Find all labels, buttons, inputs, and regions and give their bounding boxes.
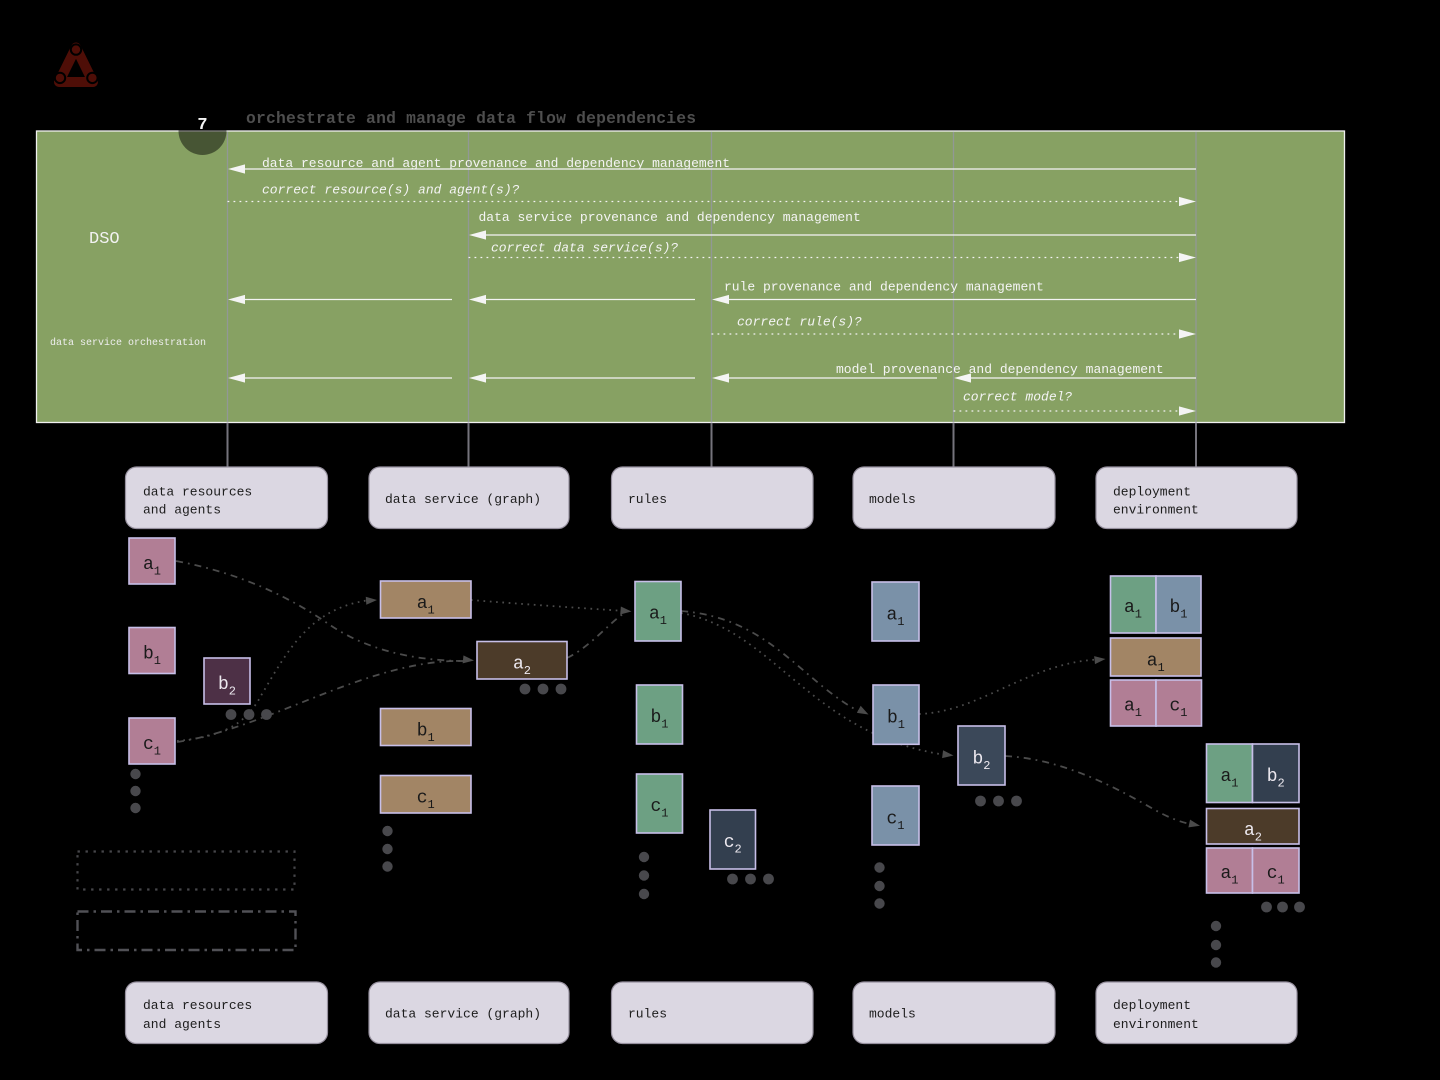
svg-text:model provenance and dependenc: model provenance and dependency manageme… <box>836 362 1164 377</box>
svg-text:data service provenance and de: data service provenance and dependency m… <box>479 210 861 225</box>
svg-text:rules: rules <box>628 1007 667 1022</box>
svg-text:data resources: data resources <box>143 998 252 1013</box>
svg-text:correct data service(s)?: correct data service(s)? <box>491 241 678 256</box>
svg-text:correct resource(s) and agent(: correct resource(s) and agent(s)? <box>262 183 520 198</box>
svg-text:7: 7 <box>197 116 207 135</box>
svg-text:data service (graph): data service (graph) <box>385 492 541 507</box>
svg-text:environment: environment <box>1113 1017 1199 1032</box>
svg-text:models: models <box>869 1007 916 1022</box>
svg-text:data service orchestration: data service orchestration <box>50 337 206 349</box>
svg-text:and agents: and agents <box>143 503 221 518</box>
svg-text:orchestrate and manage data fl: orchestrate and manage data flow depende… <box>246 109 696 128</box>
svg-text:data resource and agent proven: data resource and agent provenance and d… <box>262 156 730 171</box>
svg-text:and agents: and agents <box>143 1017 221 1032</box>
svg-text:DSO: DSO <box>89 230 120 249</box>
svg-text:environment: environment <box>1113 503 1199 518</box>
svg-text:data service (graph): data service (graph) <box>385 1007 541 1022</box>
svg-text:rules: rules <box>628 492 667 507</box>
svg-text:data resources: data resources <box>143 485 252 500</box>
svg-text:deployment: deployment <box>1113 485 1191 500</box>
svg-text:correct model?: correct model? <box>963 390 1072 405</box>
svg-text:models: models <box>869 492 916 507</box>
svg-text:rule provenance and dependency: rule provenance and dependency managemen… <box>724 280 1044 295</box>
svg-text:correct rule(s)?: correct rule(s)? <box>737 315 862 330</box>
svg-text:deployment: deployment <box>1113 998 1191 1013</box>
